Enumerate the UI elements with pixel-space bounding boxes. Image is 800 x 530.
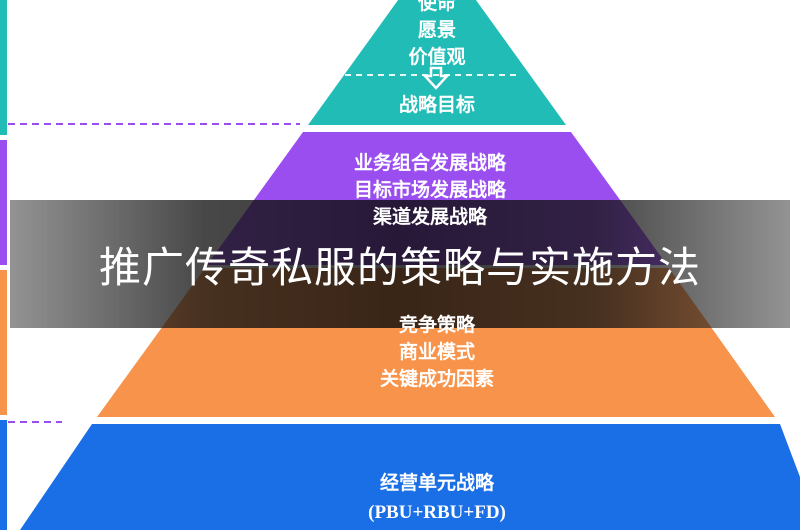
- level-text-line: (PBU+RBU+FD): [368, 502, 506, 523]
- pyramid-level-4: [20, 424, 800, 530]
- side-bar-orange: [0, 270, 7, 415]
- pyramid-level-1: [308, 0, 566, 125]
- level-text-line: 价值观: [408, 46, 466, 68]
- level-4-text: 经营单元战略 (PBU+RBU+FD): [0, 468, 800, 528]
- level-2-text: 业务组合发展战略 目标市场发展战略 渠道发展战略: [0, 150, 800, 231]
- title-overlay: [10, 200, 790, 328]
- level-1-text: 使命 愿景 价值观: [0, 0, 800, 71]
- level-1-subtext: 战略目标: [398, 94, 475, 116]
- level-3-text: 竞争策略 商业模式 关键成功因素: [0, 312, 800, 393]
- page-title: 推广传奇私服的策略与实施方法: [98, 243, 701, 292]
- side-bar-blue: [0, 420, 7, 530]
- down-arrow-icon: [422, 66, 450, 90]
- level-text-line: 愿景: [417, 19, 456, 41]
- level-text-line: 关键成功因素: [379, 368, 494, 390]
- level-text-line: 竞争策略: [398, 314, 475, 336]
- level-text-line: 商业模式: [398, 341, 475, 363]
- side-bar-teal: [0, 0, 7, 135]
- level-text-line: 经营单元战略: [379, 472, 494, 494]
- level-text-line: 渠道发展战略: [372, 206, 487, 228]
- level-text-line: 使命: [417, 0, 456, 14]
- level-text-line: 目标市场发展战略: [353, 179, 506, 201]
- side-bar-purple: [0, 140, 7, 265]
- level-text-line: 业务组合发展战略: [353, 152, 506, 174]
